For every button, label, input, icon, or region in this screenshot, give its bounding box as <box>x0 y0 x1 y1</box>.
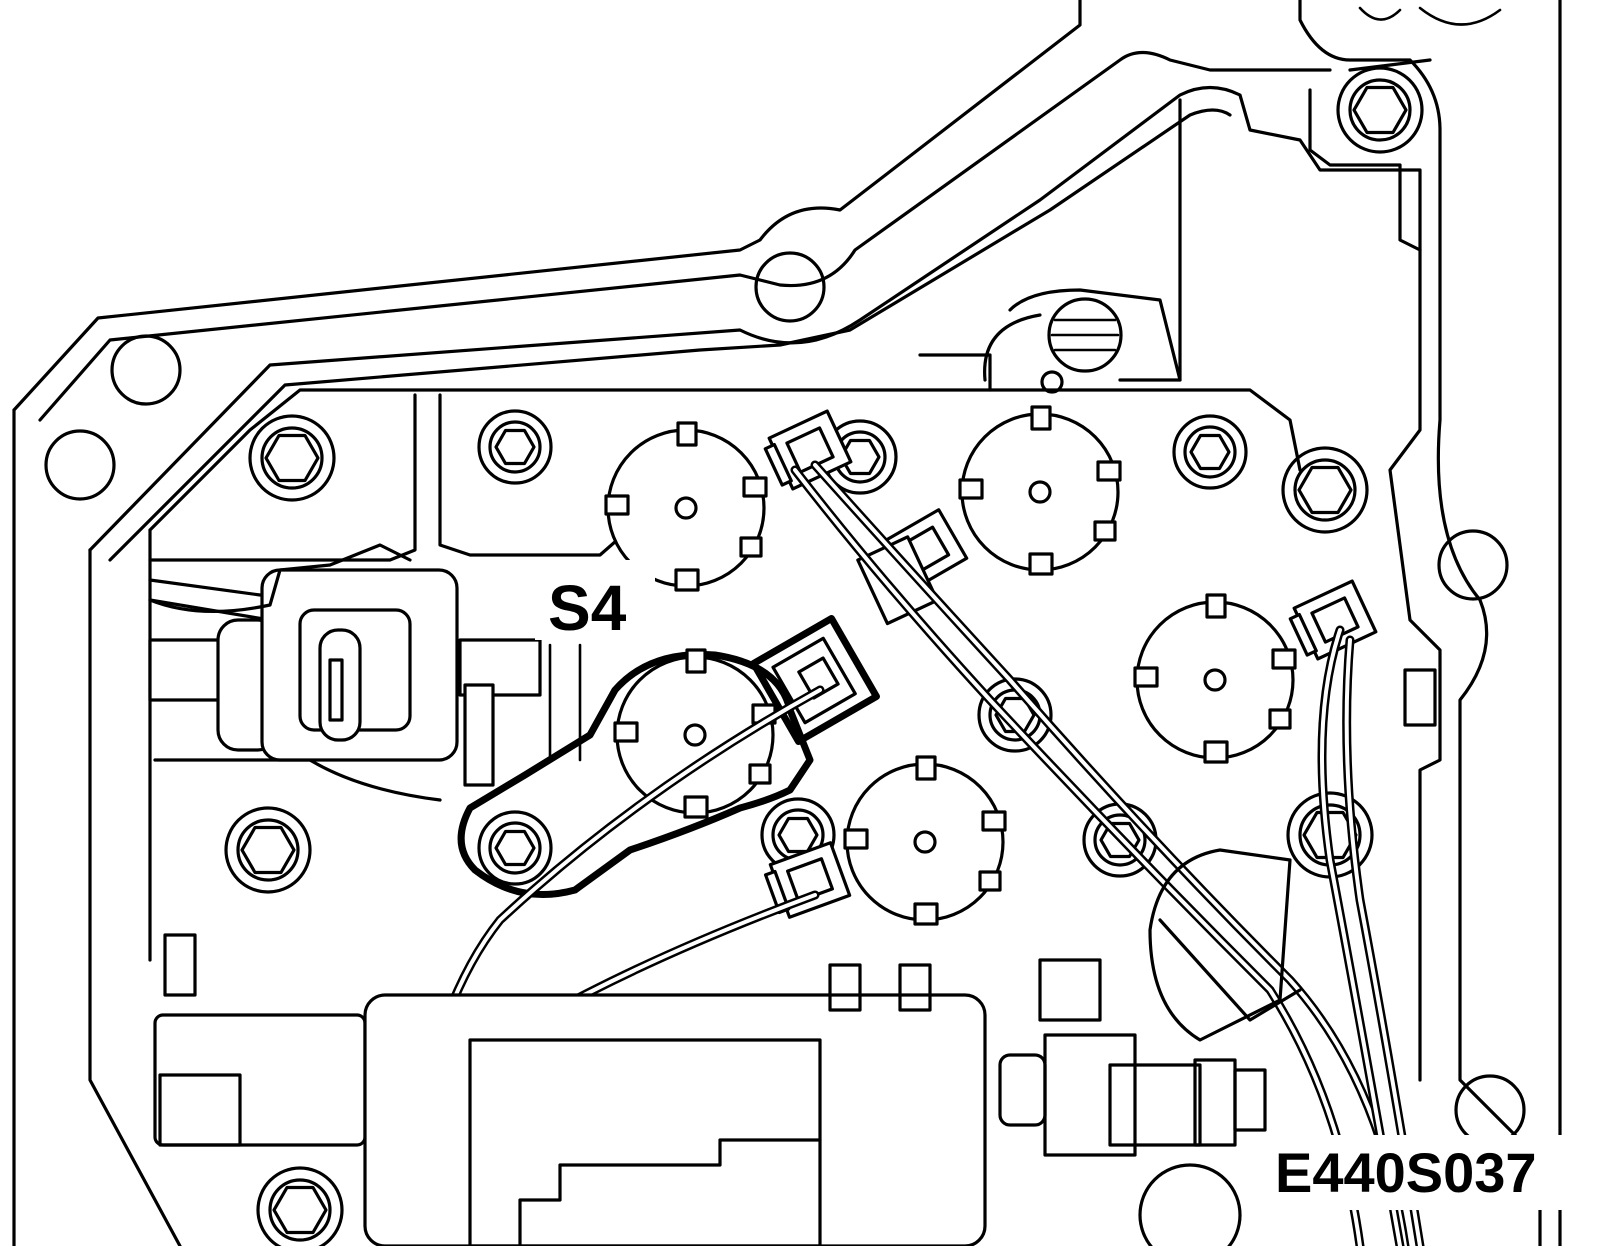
connectors <box>760 409 1437 922</box>
housing-flange <box>12 0 1562 1248</box>
flange-holes <box>44 251 1526 1146</box>
s4-label: S4 <box>548 572 627 644</box>
s4-callout: S4 <box>535 560 655 762</box>
gasket-outline <box>88 85 1442 1248</box>
corner-bolt <box>1118 66 1424 382</box>
spool-valve <box>148 543 542 787</box>
lower-components <box>153 848 1302 1251</box>
figure-id: E440S037 <box>1265 1135 1565 1210</box>
figure-id-label: E440S037 <box>1275 1141 1537 1204</box>
